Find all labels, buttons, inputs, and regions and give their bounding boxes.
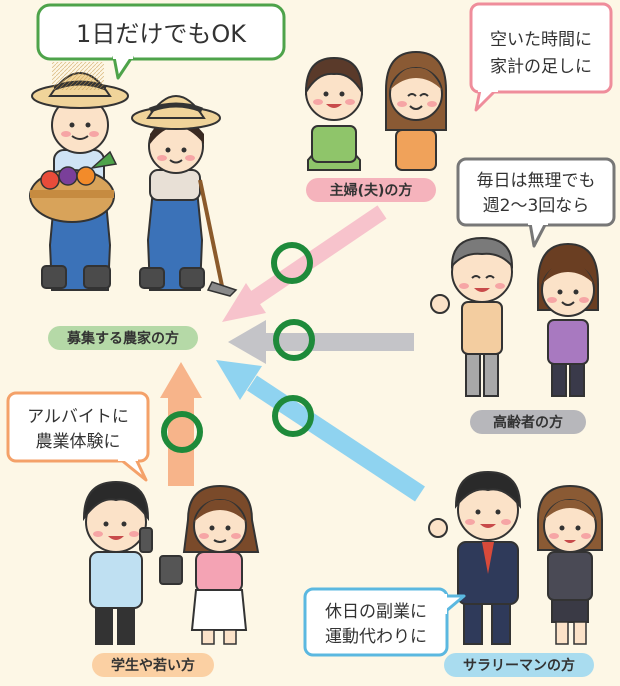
arrow-student-to-farmer — [160, 362, 202, 486]
salaryman-illustration — [428, 470, 603, 645]
salaryman-label: サラリーマンの方 — [444, 653, 594, 677]
salaryman-bubble-line-2: 運動代わりに — [325, 627, 427, 647]
arrow-housewife-to-farmer — [222, 205, 387, 322]
student-illustration — [82, 480, 260, 645]
housewife-bubble-line-2: 家計の足しに — [490, 57, 592, 77]
student-bubble-line-1: アルバイトに — [27, 407, 129, 427]
salaryman-speech-bubble — [303, 587, 466, 657]
student-speech-bubble — [6, 391, 150, 482]
senior-illustration — [430, 236, 599, 397]
senior-label-text: 高齢者の方 — [493, 414, 563, 431]
student-label-text: 学生や若い方 — [111, 657, 195, 674]
student-label: 学生や若い方 — [92, 653, 214, 677]
salaryman-label-text: サラリーマンの方 — [463, 657, 575, 674]
farmer-label: 募集する農家の方 — [48, 326, 198, 350]
housewife-illustration — [304, 50, 447, 171]
senior-speech-bubble — [456, 157, 616, 248]
housewife-label: 主婦(夫)の方 — [306, 178, 436, 202]
senior-label: 高齢者の方 — [470, 410, 586, 434]
ok-circle-housewife — [271, 242, 313, 284]
senior-bubble-line-2: 週2〜3回なら — [483, 196, 590, 216]
farmer-illustration — [29, 62, 238, 297]
housewife-speech-bubble — [469, 2, 613, 112]
housewife-bubble-line-1: 空いた時間に — [490, 30, 592, 50]
arrow-salaryman-to-farmer — [216, 360, 425, 502]
salaryman-bubble-line-1: 休日の副業に — [325, 602, 427, 622]
ok-circle-salaryman — [272, 395, 314, 437]
farmer-speech-bubble — [36, 3, 286, 80]
senior-bubble-line-1: 毎日は無理でも — [477, 171, 596, 191]
housewife-label-text: 主婦(夫)の方 — [330, 182, 413, 199]
farmer-bubble-text: 1日だけでもOK — [76, 20, 247, 48]
ok-circle-senior — [273, 319, 315, 361]
ok-circle-student — [161, 411, 203, 453]
student-bubble-line-2: 農業体験に — [36, 432, 121, 452]
arrow-senior-to-farmer — [228, 320, 414, 364]
farmer-label-text: 募集する農家の方 — [66, 330, 179, 347]
